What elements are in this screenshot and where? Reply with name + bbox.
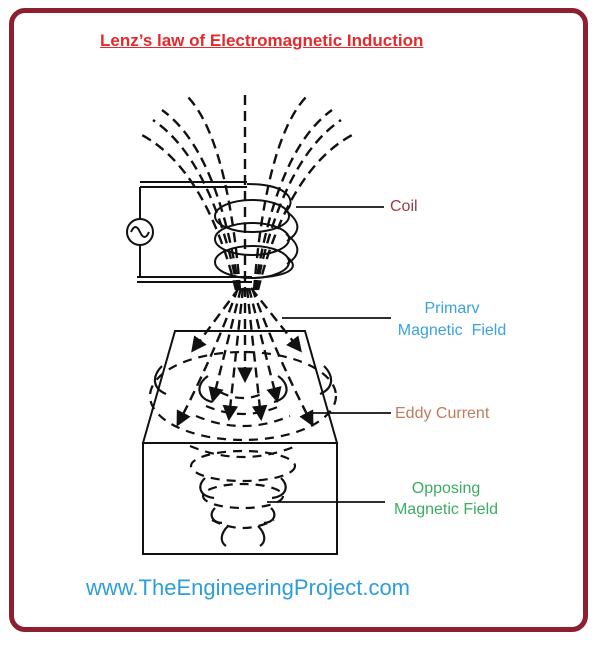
website-url: www.TheEngineeringProject.com — [85, 575, 411, 600]
eddy-current-loops — [148, 350, 338, 442]
sine-wave-icon — [130, 226, 150, 238]
figure-border — [9, 8, 588, 632]
block-top-face — [141, 330, 339, 444]
metal-block — [141, 330, 339, 555]
primary-magnetic-field-label: Primarv Magnetic Field — [397, 300, 507, 339]
opposing-field-loops — [189, 444, 297, 547]
coil-winding — [214, 183, 299, 279]
ac-circuit — [126, 181, 252, 283]
label-pointer-lines — [267, 206, 391, 503]
figure-title: Lenz’s law of Electromagnetic Induction — [100, 31, 424, 50]
primary-field-lines-upper — [141, 95, 353, 384]
coil-label: Coil — [390, 198, 418, 215]
eddy-current-label: Eddy Current — [395, 405, 490, 422]
opposing-magnetic-field-label: Opposing Magnetic Field — [393, 480, 499, 518]
block-front-face — [142, 442, 338, 555]
